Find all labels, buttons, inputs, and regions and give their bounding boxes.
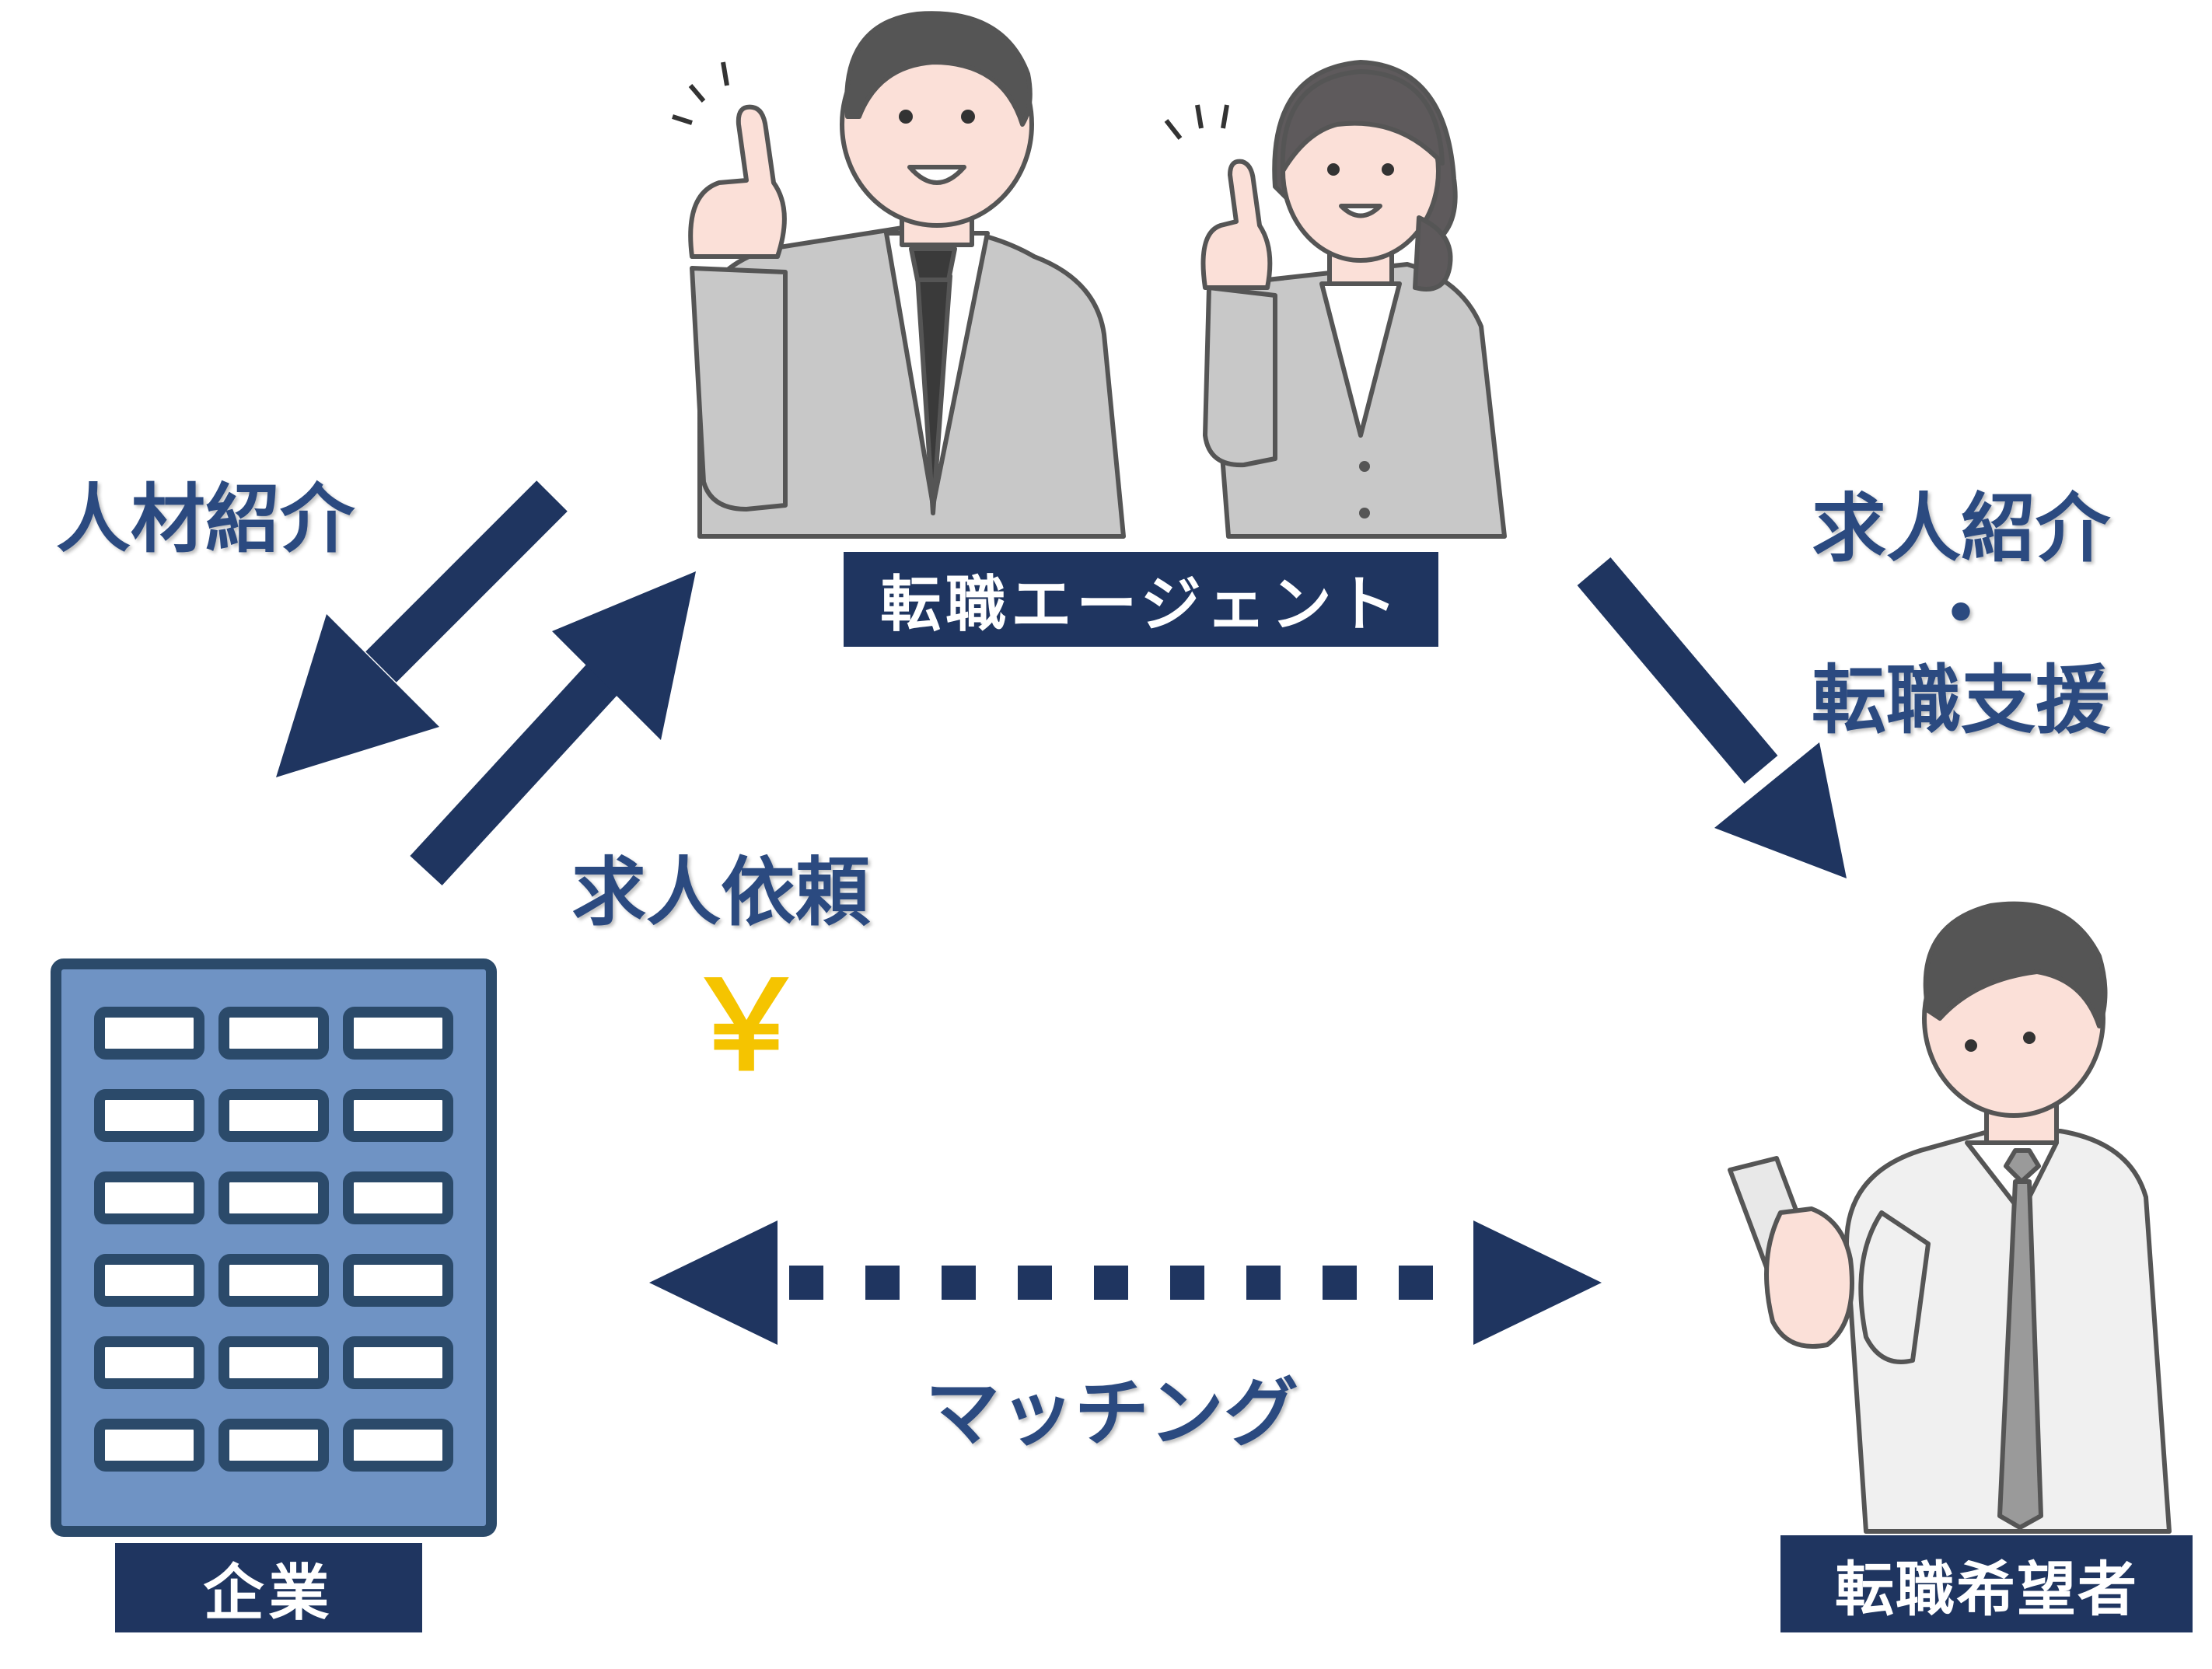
arrow-matching (649, 1220, 1602, 1345)
flow-label-job-introduction-support: 求人紹介 ・ 転職支援 (1812, 485, 2110, 744)
building-window (218, 1171, 329, 1224)
building-window (343, 1171, 453, 1224)
building-window (218, 1254, 329, 1307)
building-window (94, 1254, 204, 1307)
building-window (343, 1089, 453, 1142)
building-window (94, 1419, 204, 1472)
building-window (94, 1336, 204, 1389)
arrow-agent-to-candidate (1577, 557, 1847, 878)
building-window (343, 1254, 453, 1307)
candidate-illustration (1728, 901, 2172, 1534)
candidate-label: 転職希望者 (1780, 1535, 2193, 1632)
company-label: 企業 (115, 1543, 422, 1632)
agent-illustration (672, 11, 1507, 539)
flow-label-dot: ・ (1924, 571, 1998, 658)
building-window (218, 1089, 329, 1142)
building-window (94, 1007, 204, 1060)
building-window (94, 1171, 204, 1224)
building-window (343, 1007, 453, 1060)
flow-label-matching: マッチング (925, 1370, 1298, 1457)
building-window (94, 1089, 204, 1142)
building-window (218, 1419, 329, 1472)
flow-label-line1: 求人紹介 (1812, 485, 2110, 572)
building-window (218, 1007, 329, 1060)
company-building (51, 958, 497, 1537)
yen-symbol: ￥ (684, 953, 809, 1098)
arrow-agent-to-company (276, 480, 568, 777)
building-window (218, 1336, 329, 1389)
flow-label-line2: 転職支援 (1812, 656, 2110, 744)
flow-label-job-request: 求人依頼 (571, 849, 870, 936)
building-window (343, 1419, 453, 1472)
arrow-company-to-agent (410, 571, 696, 885)
agent-label: 転職エージェント (844, 552, 1438, 647)
building-window (343, 1336, 453, 1389)
flow-label-staff-introduction: 人材紹介 (56, 476, 355, 563)
